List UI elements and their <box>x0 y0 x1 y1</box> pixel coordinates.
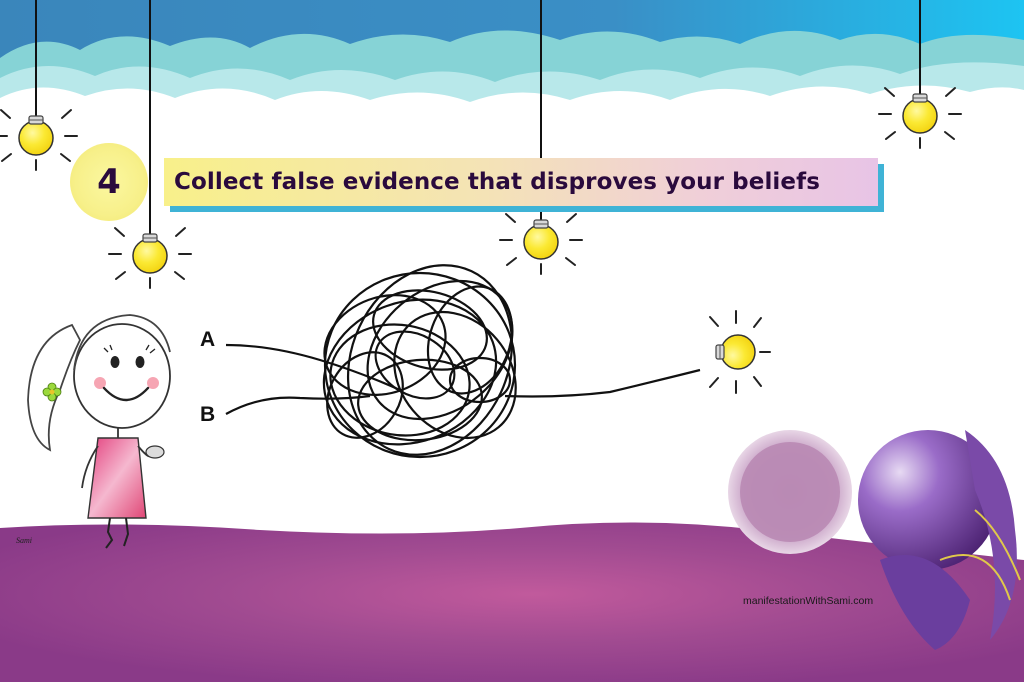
artist-signature: Sami <box>16 536 32 545</box>
page-title: Collect false evidence that disproves yo… <box>174 169 821 195</box>
site-credit: manifestationWithSami.com <box>743 595 874 607</box>
path-label-b: B <box>200 403 216 426</box>
leaf <box>880 555 970 650</box>
path-line-a <box>225 343 401 392</box>
path-label-a: A <box>200 328 216 351</box>
step-number: 4 <box>97 162 121 202</box>
ground-hill <box>0 522 1024 682</box>
orb-right <box>858 430 998 570</box>
girl-character <box>27 314 171 549</box>
path-line-out <box>504 368 701 398</box>
step-badge: 4 <box>70 143 148 221</box>
flower-icon <box>42 382 62 402</box>
tangle-scribble <box>322 264 517 459</box>
title-banner: Collect false evidence that disproves yo… <box>164 158 878 206</box>
